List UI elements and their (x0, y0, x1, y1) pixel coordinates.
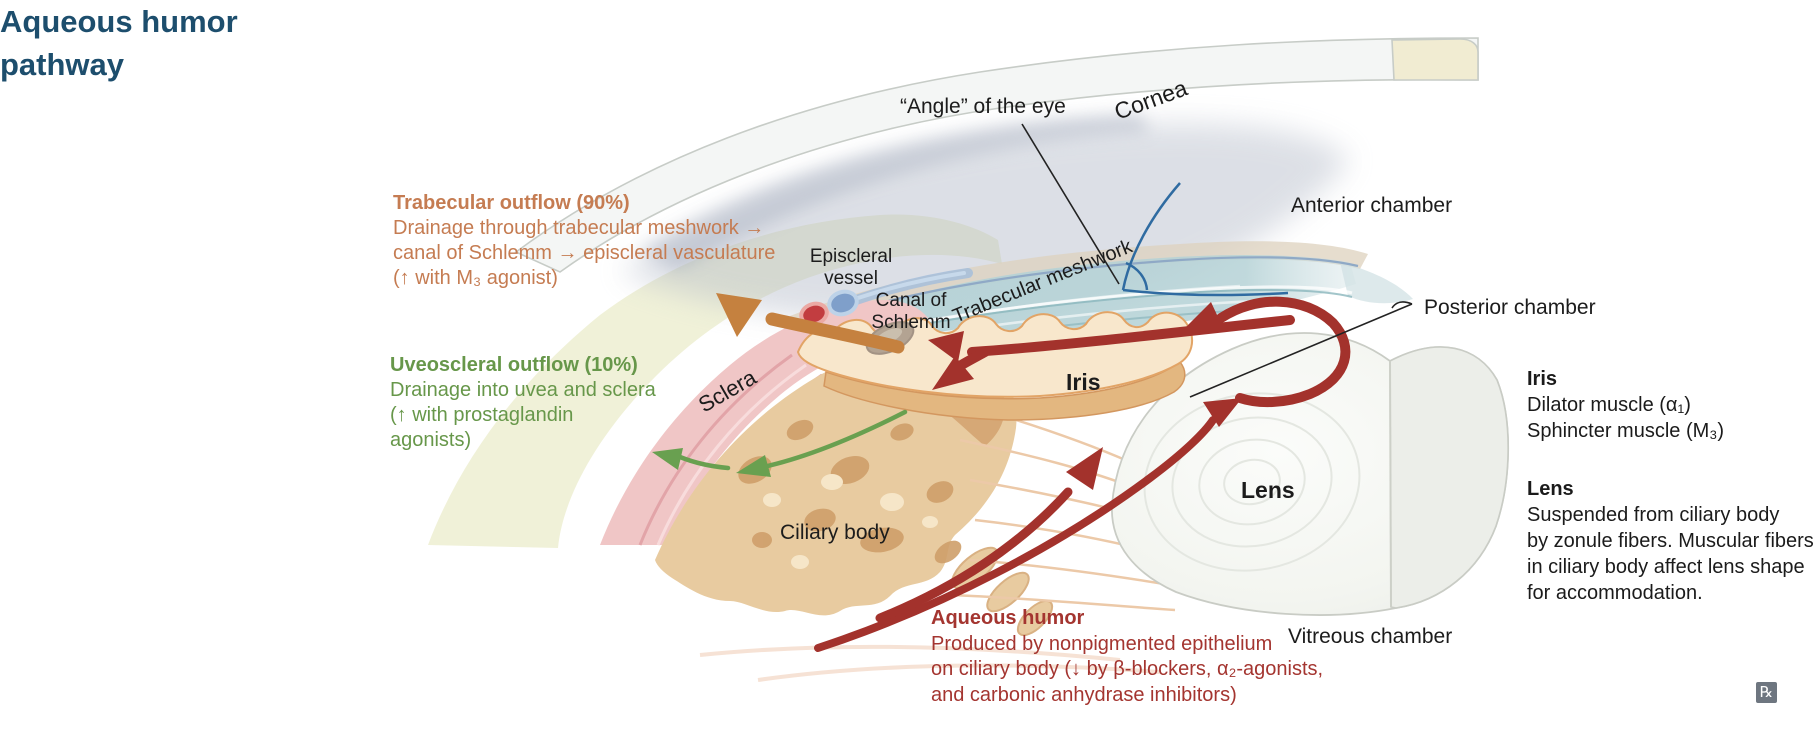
rx-icon[interactable]: ℞ (1756, 682, 1777, 703)
ciliary-muscle-highlight (656, 363, 807, 546)
page-title-line1: Aqueous humor (0, 4, 238, 39)
trabecular-outflow-heading: Trabecular outflow (90%) (393, 192, 630, 214)
label-vitreous-chamber: Vitreous chamber (1288, 625, 1452, 648)
aqueous-sweep-arrowhead-upper (928, 331, 964, 362)
uveoscleral-outflow-line: agonists) (390, 429, 472, 451)
aqueous-humor-heading: Aqueous humor (931, 607, 1085, 629)
aqueous-loop-arrow (1216, 296, 1351, 408)
uveoscleral-end-arrowhead (652, 448, 683, 470)
cornea-inner-shadow (640, 114, 1150, 270)
lens-info-line: Suspended from ciliary body (1527, 504, 1780, 526)
label-anterior-chamber: Anterior chamber (1291, 194, 1452, 217)
label-angle-of-eye: “Angle” of the eye (900, 95, 1066, 118)
uveoscleral-outflow-line: (↑ with prostaglandin (390, 404, 574, 426)
trabecular-outflow-line: Drainage through trabecular meshwork → (393, 217, 765, 239)
angle-marker (1121, 182, 1289, 297)
aqueous-humor-line: and carbonic anhydrase inhibitors) (931, 683, 1237, 706)
trabecular-outflow-note: Trabecular outflow (90%) Drainage throug… (393, 191, 775, 291)
uveoscleral-outflow-arrow-2 (677, 454, 731, 471)
trabecular-meshwork-shape (805, 254, 1356, 353)
posterior-chamber-leader-line (1189, 301, 1413, 398)
iris-info-note: Iris Dilator muscle (α₁) Sphincter muscl… (1527, 366, 1724, 444)
aqueous-loop-arrowhead (1183, 302, 1224, 330)
label-canal-of-schlemm-2: Schlemm (871, 312, 950, 333)
aqueous-sweep-arrowhead-lower (932, 356, 974, 390)
aqueous-pupil-arrowhead (1203, 398, 1242, 427)
trabecular-outflow-line: canal of Schlemm → episcleral vasculatur… (393, 242, 776, 264)
label-canal-of-schlemm-1: Canal of (876, 290, 947, 311)
uveoscleral-outflow-heading: Uveoscleral outflow (10%) (390, 354, 638, 376)
trabecular-outflow-arrowhead (716, 293, 762, 337)
uveoscleral-outflow-note: Uveoscleral outflow (10%) Drainage into … (390, 353, 656, 453)
aqueous-sweep-arrow (967, 315, 1295, 357)
aqueous-humor-line: on ciliary body (↓ by β-blockers, α₂-ago… (931, 658, 1324, 680)
aqueous-humor-line: Produced by nonpigmented epithelium (931, 632, 1273, 655)
aqueous-pupil-arrow (814, 416, 1217, 652)
aqueous-humor-note: Aqueous humor Produced by nonpigmented e… (931, 606, 1323, 708)
meshwork-blue-wash (1340, 262, 1413, 304)
label-episcleral-vessel-2: vessel (824, 268, 878, 289)
ciliary-body-texture-dark (738, 419, 962, 564)
page-title-line2: pathway (0, 47, 125, 82)
meshwork-top-line (811, 256, 1359, 325)
trabecular-outflow-line: (↑ with M₃ agonist) (393, 267, 558, 289)
cornea-cut-end (1391, 38, 1479, 81)
angle-leader-line (1021, 123, 1120, 285)
ciliary-body-texture-light (763, 474, 938, 569)
lens-back-lobe (1389, 346, 1509, 609)
suspension-strands (699, 644, 1161, 682)
label-lens: Lens (1241, 477, 1295, 503)
label-posterior-chamber: Posterior chamber (1424, 296, 1596, 319)
sclera-shape (428, 214, 1002, 549)
iris-info-line: Dilator muscle (α₁) (1527, 394, 1691, 416)
lens-info-line: by zonule fibers. Muscular fibers (1527, 530, 1814, 552)
aqueous-ciliary-arrowhead (1066, 447, 1103, 490)
iris-info-heading: Iris (1527, 368, 1558, 390)
label-iris: Iris (1066, 369, 1101, 395)
lens-info-heading: Lens (1527, 478, 1574, 500)
lens-info-note: Lens Suspended from ciliary body by zonu… (1527, 476, 1814, 606)
uveoscleral-mid-arrowhead (736, 455, 771, 477)
uveoscleral-outflow-line: Drainage into uvea and sclera (390, 379, 656, 401)
label-ciliary-body: Ciliary body (780, 521, 890, 544)
cornea-shape (514, 37, 1479, 273)
label-episcleral-vessel-1: Episcleral (810, 246, 892, 267)
lens-info-line: in ciliary body affect lens shape (1527, 556, 1805, 578)
iris-pigment-band (823, 360, 1186, 421)
ciliary-muscle-shape (600, 300, 928, 545)
episcleral-vessel-shape (799, 268, 973, 327)
trabecular-outflow-arrow (765, 312, 905, 354)
aqueous-ciliary-arrow (875, 487, 1073, 623)
iris-info-line: Sphincter muscle (M₃) (1527, 420, 1725, 442)
ciliary-muscle-stripe-1 (638, 353, 793, 546)
lens-cut-edge (1389, 360, 1392, 608)
page-title: Aqueous humor pathway (0, 0, 1814, 86)
lens-info-line: for accommodation. (1527, 582, 1703, 604)
